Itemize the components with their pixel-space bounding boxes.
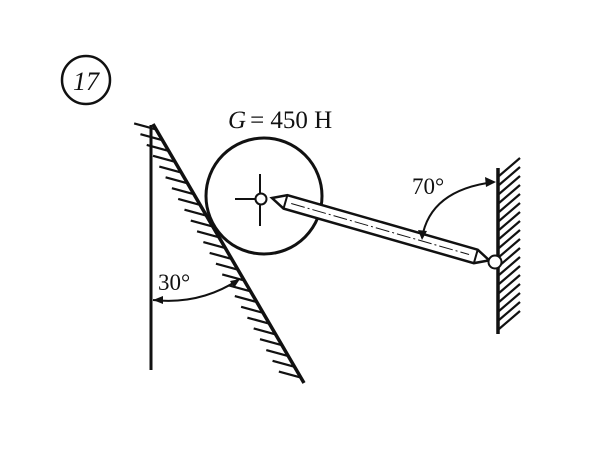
hatch-line xyxy=(171,187,195,196)
load-symbol: G xyxy=(228,107,246,134)
hatch-line xyxy=(498,166,521,186)
hatch-line xyxy=(253,327,276,336)
hatch-line xyxy=(498,175,521,195)
inclined-wall xyxy=(151,123,306,384)
hatch-line xyxy=(498,283,521,303)
hatch-line xyxy=(498,220,521,240)
hatch-line xyxy=(498,238,521,258)
hatch-line xyxy=(498,157,521,177)
hatch-line xyxy=(272,359,295,368)
hatch-line xyxy=(140,133,163,142)
arrowhead-icon xyxy=(230,279,240,288)
hatch-line xyxy=(498,274,521,294)
problem-number-badge: 17 xyxy=(60,54,112,106)
hatch-line xyxy=(247,316,270,325)
hatch-line xyxy=(190,219,214,228)
wall-hatching xyxy=(498,157,521,330)
hatch-line xyxy=(498,247,521,267)
hatch-line xyxy=(221,273,245,282)
arrowhead-icon xyxy=(485,177,496,187)
hatch-line xyxy=(228,284,251,293)
hatch-line xyxy=(203,241,226,250)
rod-centerline xyxy=(291,203,470,255)
problem-number: 17 xyxy=(73,67,100,96)
hatch-line xyxy=(498,310,521,330)
hatch-line xyxy=(177,197,201,206)
problem-number-circle xyxy=(60,54,112,106)
arrowhead-icon xyxy=(418,230,427,240)
hatch-line xyxy=(498,256,521,276)
wall-hinge xyxy=(487,254,503,270)
hatch-line xyxy=(133,122,157,131)
hatch-line xyxy=(498,184,521,204)
hatch-line xyxy=(152,154,176,163)
hatch-line xyxy=(146,143,170,153)
hatch-line xyxy=(259,338,283,347)
hatch-line xyxy=(215,262,239,271)
arrowhead-icon xyxy=(153,296,163,304)
hatch-line xyxy=(265,348,289,358)
hatch-line xyxy=(159,165,182,174)
hatch-line xyxy=(209,251,232,260)
hatch-line xyxy=(184,208,207,217)
hatch-line xyxy=(498,193,521,213)
hatch-line xyxy=(498,211,521,231)
angle-label-30: 30° xyxy=(158,270,190,295)
hatch-line xyxy=(165,176,188,185)
angle-label-70: 70° xyxy=(412,174,444,199)
center-pin xyxy=(254,192,268,206)
load-label: G= 450 H xyxy=(228,107,332,134)
hatch-line xyxy=(498,265,521,285)
load-value: = 450 H xyxy=(250,107,332,134)
hatch-line xyxy=(498,301,521,321)
hatch-line xyxy=(234,295,258,304)
hatch-line xyxy=(498,229,521,249)
hatch-line xyxy=(498,292,521,312)
hatch-line xyxy=(240,305,264,314)
incline-hatching xyxy=(133,122,302,379)
hatch-line xyxy=(196,230,220,239)
hatch-line xyxy=(498,202,521,222)
angle-arc-70 xyxy=(421,181,495,239)
hatch-line xyxy=(278,370,302,379)
